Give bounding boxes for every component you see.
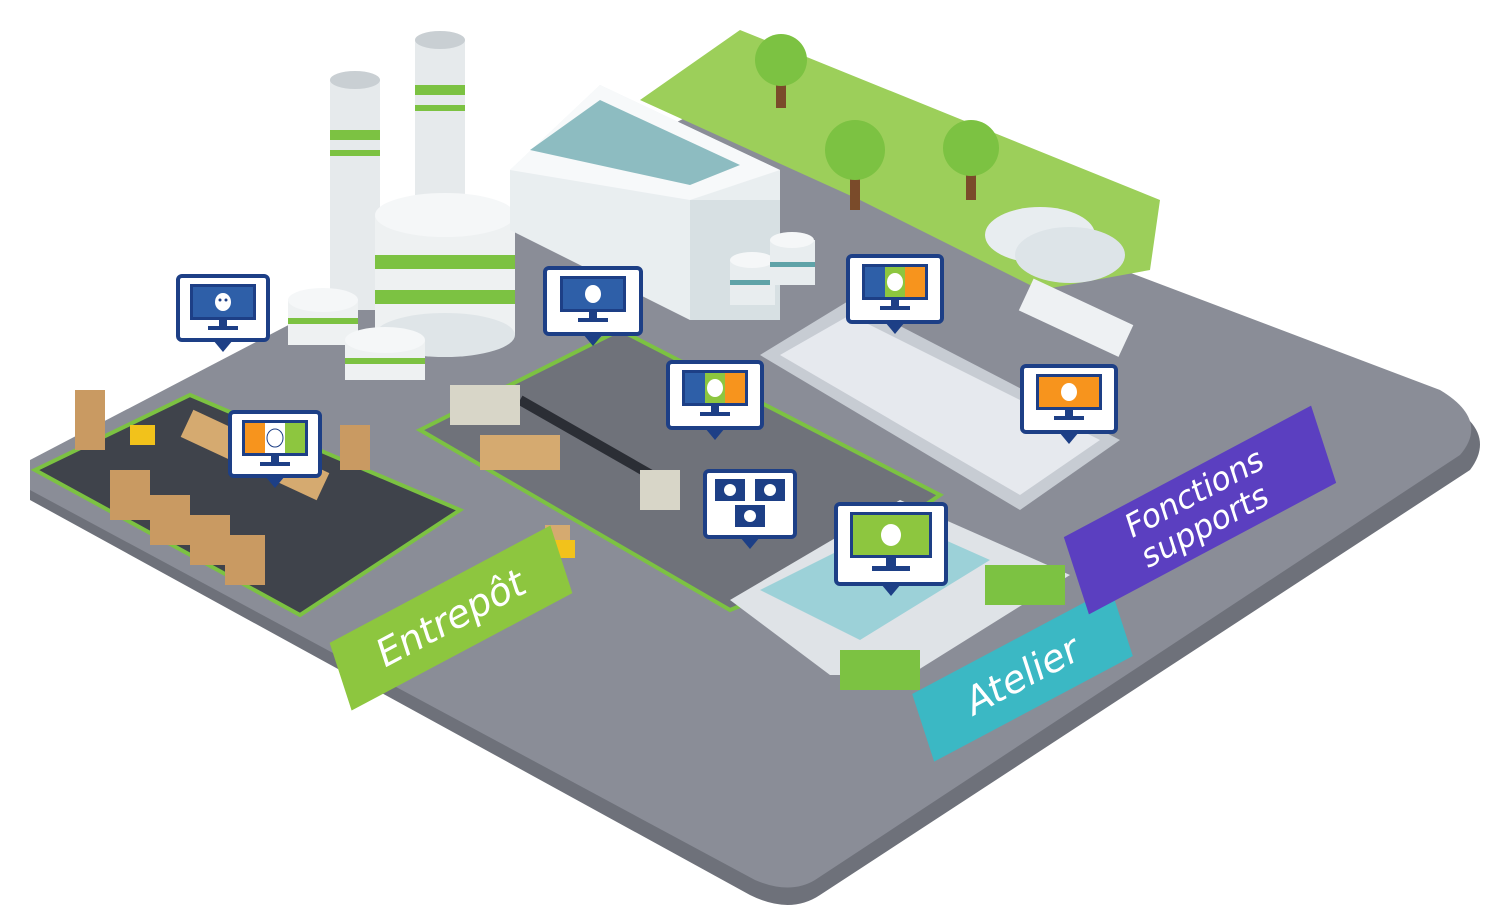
robot-mascot-icon: [215, 293, 231, 311]
robot-mascot-icon: [266, 428, 284, 448]
warehouse-floor: [30, 392, 465, 618]
tree-icon: [825, 120, 885, 210]
chimney-icon: [330, 71, 380, 310]
monitor-pin-warehouse-1[interactable]: [176, 274, 270, 354]
monitor-pin-support-2[interactable]: [1020, 364, 1118, 446]
robot-mascot-icon: [724, 484, 776, 522]
monitor-pin-workshop-3[interactable]: [703, 469, 797, 551]
tree-icon: [755, 34, 807, 108]
factory-building: [510, 85, 780, 320]
monitor-pin-workshop-1[interactable]: [543, 266, 643, 348]
robot-mascot-icon: [887, 273, 903, 291]
storage-tank-icon: [770, 232, 815, 285]
monitor-icon: [682, 370, 748, 416]
forklift-icon: [130, 425, 155, 445]
monitor-icon: [862, 264, 928, 310]
monitor-icon: [560, 276, 626, 322]
monitor-pin-support-1[interactable]: [846, 254, 944, 336]
robot-mascot-icon: [881, 524, 901, 546]
monitor-icon: [242, 420, 308, 466]
monitor-icon: [715, 479, 785, 527]
monitor-icon: [850, 512, 932, 571]
storage-tank-icon: [288, 288, 358, 345]
robot-mascot-icon: [585, 285, 601, 303]
monitor-pin-workshop-4[interactable]: [834, 502, 948, 598]
monitor-icon: [1036, 374, 1102, 420]
conveyor-line: [450, 385, 680, 510]
storage-tank-icon: [345, 327, 425, 380]
robot-mascot-icon: [707, 379, 723, 397]
monitor-pin-warehouse-2[interactable]: [228, 410, 322, 490]
storage-tank-icon: [985, 207, 1125, 283]
tree-icon: [943, 120, 999, 200]
monitor-icon: [190, 284, 256, 330]
robot-mascot-icon: [1061, 383, 1077, 401]
monitor-pin-workshop-2[interactable]: [666, 360, 764, 442]
support-offices: [760, 278, 1134, 510]
storage-tank-icon: [375, 193, 515, 357]
storage-tank-icon: [730, 252, 775, 305]
